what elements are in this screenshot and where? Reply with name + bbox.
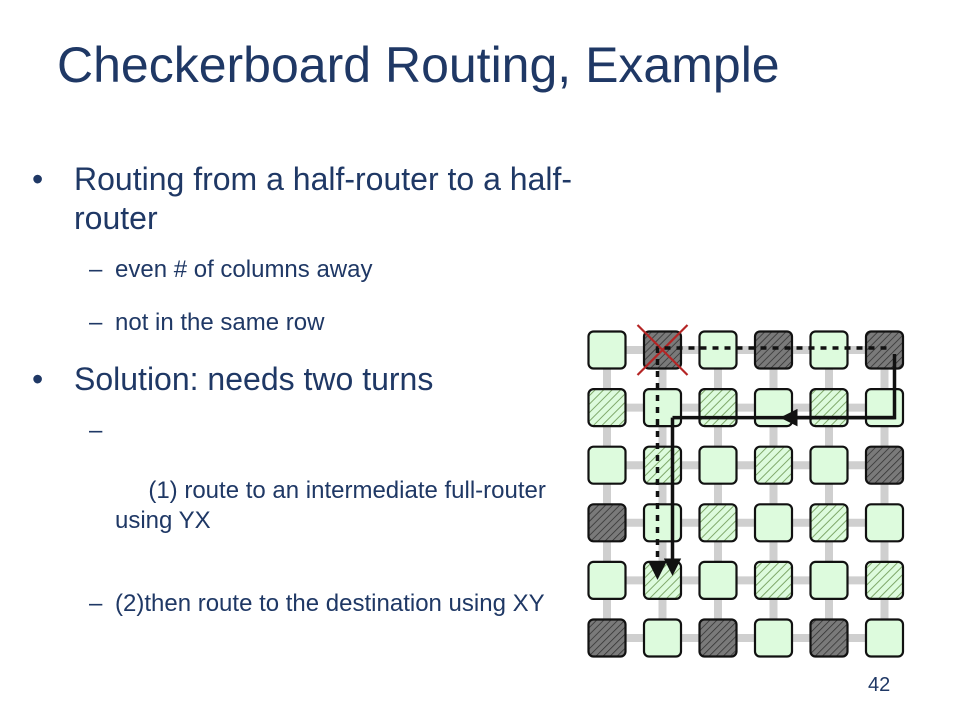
route-dashed-direct — [648, 346, 887, 580]
sub-bullet-dash: – — [89, 417, 103, 444]
half-router-r1-c2 — [698, 388, 738, 428]
half-router-r3-c2 — [698, 503, 738, 543]
half-router-r1-c0 — [587, 388, 627, 428]
full-router-r0-c4 — [809, 330, 849, 370]
half-router-r3-c4 — [809, 503, 849, 543]
full-router-r5-c5 — [864, 618, 905, 658]
sub-bullet-text: (1) route to an intermediate full-router… — [115, 477, 553, 534]
full-router-r4-c4 — [809, 560, 849, 601]
full-router-r1-c5 — [864, 388, 905, 428]
full-router-r3-c5 — [864, 503, 905, 543]
sub-bullet-text: (2)then route to the destination using X… — [115, 590, 545, 617]
sub-bullet-even-columns: – even # of columns away — [32, 255, 572, 285]
sub-bullet-route-intermediate: – (1) route to an intermediate full-rout… — [32, 416, 572, 566]
bullet-list: • Routing from a half-router to a half-r… — [32, 160, 572, 619]
bullet-text: Routing from a half-router to a half-rou… — [74, 161, 573, 236]
bullet-dot: • — [32, 361, 44, 397]
half-router-r4-c3 — [753, 560, 794, 601]
dark-router-r2-c5 — [864, 445, 905, 485]
half-router-r1-c4 — [809, 388, 849, 428]
half-router-r2-c3 — [753, 445, 794, 485]
full-router-r4-c0 — [587, 560, 627, 601]
page-number: 42 — [868, 674, 891, 696]
sub-bullet-dash: – — [89, 309, 103, 336]
bullet-solution: • Solution: needs two turns — [32, 360, 572, 399]
blocked-router-mark — [636, 324, 689, 376]
full-router-r5-c3 — [753, 618, 794, 658]
bullet-text: Solution: needs two turns — [74, 361, 434, 397]
full-router-r2-c4 — [809, 445, 849, 485]
dark-router-r0-c3 — [753, 330, 794, 370]
dark-router-r0-c5 — [864, 330, 905, 370]
bullet-dot: • — [32, 161, 44, 197]
half-router-r4-c5 — [864, 560, 905, 601]
dark-router-r3-c0 — [587, 503, 627, 543]
slide-title: Checkerboard Routing, Example — [57, 37, 780, 93]
full-router-r5-c1 — [642, 618, 683, 658]
dark-router-r5-c4 — [809, 618, 849, 658]
sub-bullet-text: not in the same row — [115, 309, 325, 336]
sub-bullet-dash: – — [89, 590, 103, 617]
router-nodes — [587, 330, 905, 658]
half-router-r4-c1 — [642, 560, 683, 601]
full-router-r0-c2 — [698, 330, 738, 370]
sub-bullet-dash: – — [89, 256, 103, 283]
sub-bullet-route-destination: – (2)then route to the destination using… — [32, 589, 572, 619]
full-router-r1-c1 — [642, 388, 683, 428]
routing-paths — [648, 346, 897, 580]
sub-bullet-text: even # of columns away — [115, 256, 373, 283]
full-router-r2-c0 — [587, 445, 627, 485]
cross-line — [636, 324, 689, 376]
full-router-r1-c3 — [753, 388, 794, 428]
dark-router-r5-c2 — [698, 618, 738, 658]
full-router-r3-c1 — [642, 503, 683, 543]
full-router-r2-c2 — [698, 445, 738, 485]
full-router-r3-c3 — [753, 503, 794, 543]
bullet-routing: • Routing from a half-router to a half-r… — [32, 160, 572, 238]
sub-bullet-not-same-row: – not in the same row — [32, 308, 572, 338]
full-router-r0-c0 — [587, 330, 627, 370]
dark-router-r5-c0 — [587, 618, 627, 658]
half-router-r2-c1 — [642, 445, 683, 485]
full-router-r4-c2 — [698, 560, 738, 601]
